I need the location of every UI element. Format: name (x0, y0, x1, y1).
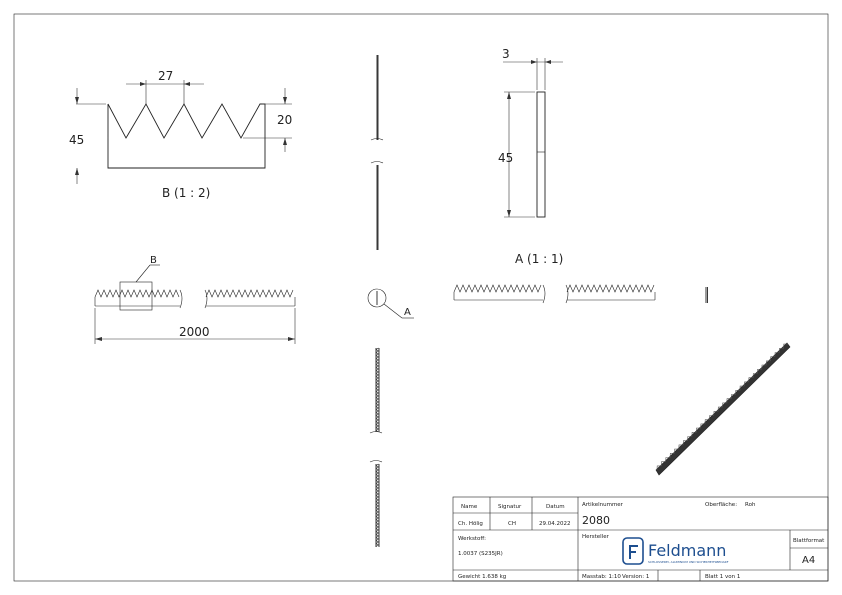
tb-blattformat-value: A4 (802, 555, 815, 566)
main-length-dim: 2000 (179, 325, 210, 339)
tb-oberflaeche-value: Roh (745, 502, 756, 508)
tb-artikelnummer-label: Artikelnummer (582, 502, 624, 508)
detail-b-pitch-dim: 27 (158, 69, 173, 83)
feldmann-logo: Feldmann SCHLOSSEREI, ALUMINIUM UND SICH… (622, 537, 729, 565)
tb-blatt: Blatt 1 von 1 (705, 574, 740, 580)
end-view-small (705, 287, 708, 303)
rack-segment-top-right (566, 284, 655, 293)
tb-werkstoff-value: 1.0037 (S235JR) (458, 551, 503, 557)
tb-hersteller-label: Hersteller (582, 534, 610, 540)
logo-text: Feldmann (648, 541, 726, 560)
tb-name-value: Ch. Hölig (458, 521, 483, 527)
tb-werkstoff-label: Werkstoff: (458, 536, 486, 542)
title-block: Name Signatur Datum Ch. Hölig CH 29.04.2… (452, 496, 829, 582)
tb-artikelnummer-value: 2080 (582, 514, 610, 527)
sheet-border (13, 13, 829, 582)
rack-segment-right (205, 289, 294, 298)
side-view-bottom (369, 347, 383, 547)
detail-b-view: 27 45 20 B (1 : 2) (69, 69, 292, 200)
detail-a-view: 3 45 A (1 : 1) (498, 47, 563, 266)
tb-blattformat-label: Blattformat (793, 538, 825, 544)
main-front-view: B 2000 (94, 255, 296, 344)
detail-a-height-dim: 45 (498, 151, 513, 165)
rack-segment-left (94, 289, 180, 298)
tb-signatur-header: Signatur (498, 504, 522, 510)
detail-a-marker-label: A (404, 307, 411, 318)
top-view-right (453, 284, 656, 304)
logo-tagline: SCHLOSSEREI, ALUMINIUM UND SICHERHEITSBE… (648, 560, 729, 564)
detail-b-tooth-dim: 20 (277, 113, 292, 127)
tb-oberflaeche-label: Oberfläche: (705, 502, 737, 508)
detail-b-height-dim: 45 (69, 133, 84, 147)
detail-b-title: B (1 : 2) (162, 186, 210, 200)
detail-a-profile (536, 91, 546, 218)
tb-datum-header: Datum (546, 504, 565, 510)
tb-datum-value: 29.04.2022 (539, 521, 571, 527)
rack-segment-top-left (453, 284, 542, 293)
tb-name-header: Name (461, 504, 478, 510)
tb-version: Version: 1 (622, 574, 649, 580)
tb-massstab: Masstab: 1:10 (582, 574, 621, 580)
side-view-top (370, 55, 384, 250)
detail-b-profile (107, 103, 266, 169)
tb-gewicht: Gewicht 1.638 kg (458, 574, 506, 580)
detail-a-title: A (1 : 1) (515, 252, 563, 266)
detail-a-thickness-dim: 3 (502, 47, 510, 61)
end-view-center: A (367, 288, 414, 319)
isometric-view (655, 342, 791, 476)
detail-b-marker-label: B (150, 255, 157, 266)
tb-signatur-value: CH (508, 521, 516, 527)
detail-a-marker-circle (367, 288, 387, 308)
